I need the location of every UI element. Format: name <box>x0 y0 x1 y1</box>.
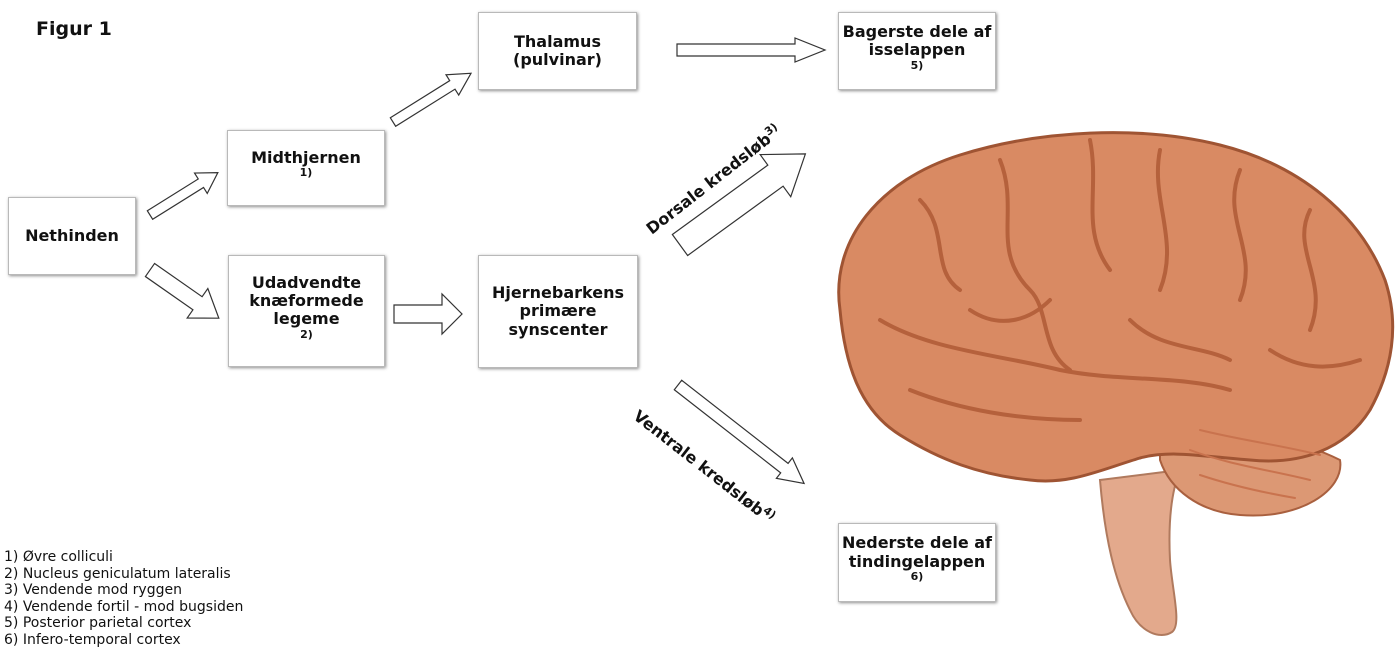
footnote-4: 4) Vendende fortil - mod bugsiden <box>4 598 244 615</box>
node-synscenter: Hjernebarkens primære synscenter <box>478 255 638 368</box>
node-bagerste-label: Bagerste dele af isselappen <box>842 21 992 60</box>
figure-title: Figur 1 <box>36 18 112 40</box>
footnote-3: 3) Vendende mod ryggen <box>4 582 182 598</box>
arrow-nethinden-knae <box>144 262 220 319</box>
node-thalamus: Thalamus (pulvinar) <box>478 12 637 90</box>
node-nederste-label: Nederste dele af tindingelappen <box>842 533 992 571</box>
node-synscenter-label: Hjernebarkens primære synscenter <box>492 282 624 339</box>
footnote-2: 2) Nucleus geniculatum lateralis <box>4 565 231 582</box>
node-thalamus-label: Thalamus (pulvinar) <box>513 31 602 69</box>
arrow-knae-synscenter <box>393 292 463 336</box>
node-midthjernen-sup: 1) <box>299 166 313 180</box>
node-nethinden-label: Nethinden <box>25 225 119 245</box>
arrow-nethinden-midthjernen <box>146 171 219 221</box>
node-bagerste-sup: 5) <box>910 58 924 72</box>
arrow-midthjernen-thalamus <box>389 72 473 128</box>
cerebrum <box>837 131 1395 483</box>
node-midthjernen-label: Midthjernen <box>251 147 361 167</box>
footnote-6: 6) Infero-temporal cortex <box>4 631 181 648</box>
brain-illustration <box>837 131 1395 637</box>
node-knae-label: Udadvendte knæformede legeme <box>249 272 364 329</box>
footnotes: 1) Øvre colliculi 2) Nucleus geniculatum… <box>4 549 243 648</box>
arrow-thalamus-bagerste <box>676 37 827 63</box>
arrow-dorsal <box>671 153 807 257</box>
footnote-5: 5) Posterior parietal cortex <box>4 615 192 631</box>
node-nederste-sup: 6) <box>910 570 924 584</box>
brainstem <box>1098 468 1182 637</box>
footnote-1: 1) Øvre colliculi <box>4 549 113 565</box>
node-nethinden: Nethinden <box>8 197 136 275</box>
arrow-ventral <box>673 379 806 485</box>
node-knae-sup: 2) <box>300 327 313 341</box>
